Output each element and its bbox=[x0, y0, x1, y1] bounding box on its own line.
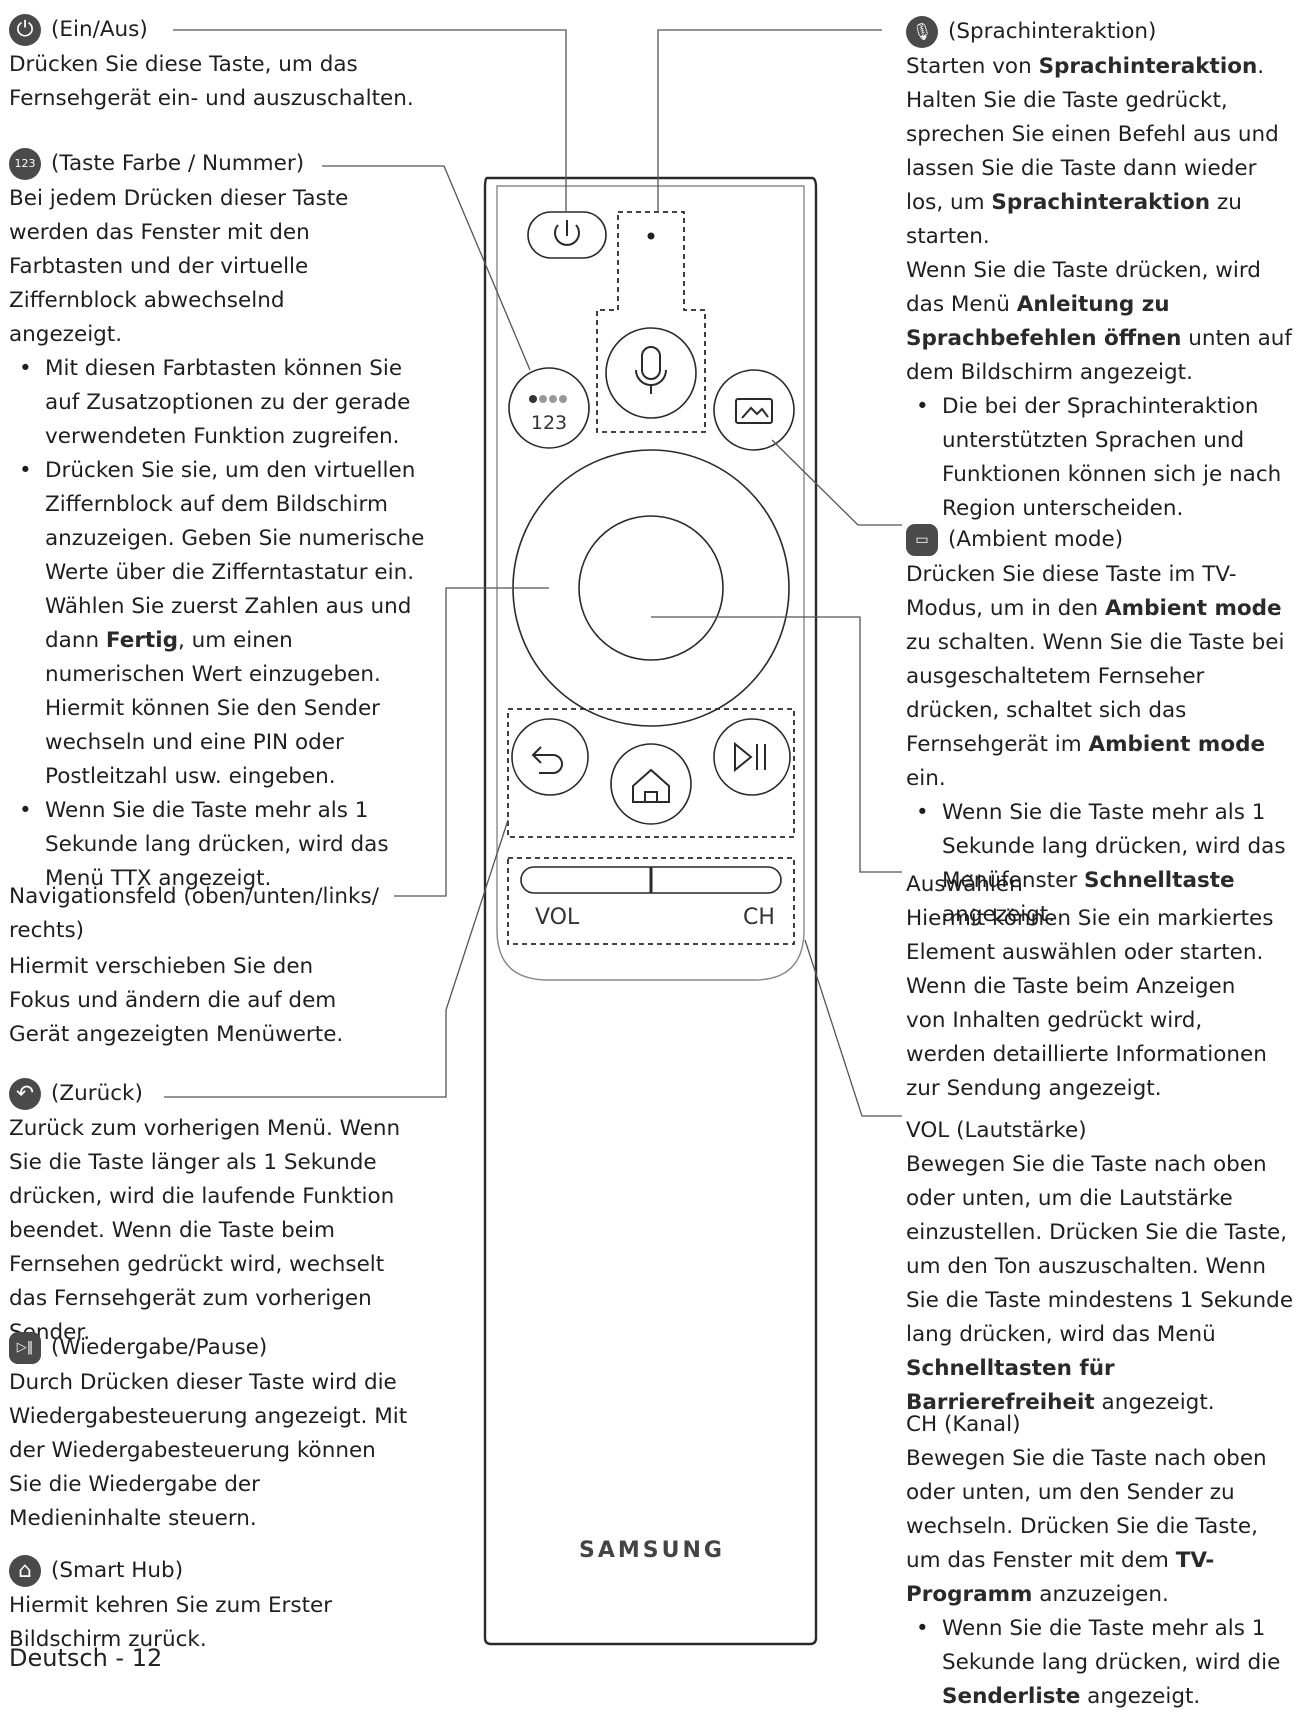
play-pause-icon bbox=[734, 741, 753, 773]
vol-title: VOL (Lautstärke) bbox=[906, 1118, 1087, 1143]
home-icon: ⌂ bbox=[9, 1555, 41, 1587]
power-icon bbox=[554, 224, 580, 246]
back-title: (Zurück) bbox=[51, 1081, 143, 1106]
leader-back bbox=[164, 819, 509, 1098]
voice-p2: Wenn Sie die Taste drücken, wird das Men… bbox=[906, 258, 1292, 385]
section-voice: 🎙 (Sprachinteraktion) Starten von Sprachi… bbox=[906, 14, 1296, 526]
ch-label: CH bbox=[743, 905, 775, 930]
power-body: Drücken Sie diese Taste, um das Fernsehg… bbox=[9, 52, 414, 111]
play-title: (Wiedergabe/Pause) bbox=[51, 1335, 268, 1360]
color-number-button bbox=[508, 367, 590, 449]
leader-color bbox=[322, 165, 531, 371]
section-select: Auswählen Hiermit können Sie ein markier… bbox=[906, 868, 1276, 1106]
page-footer: Deutsch - 12 bbox=[9, 1644, 163, 1672]
section-ch: CH (Kanal) Bewegen Sie die Taste nach ob… bbox=[906, 1408, 1298, 1714]
back-body: Zurück zum vorherigen Menü. Wenn Sie die… bbox=[9, 1116, 401, 1345]
ch-body: Bewegen Sie die Taste nach oben oder unt… bbox=[906, 1446, 1267, 1607]
leader-ambient bbox=[771, 439, 902, 526]
color-number-icon: 123 bbox=[9, 148, 41, 180]
num-label: 123 bbox=[531, 412, 567, 434]
home-body: Hiermit kehren Sie zum Erster Bildschirm… bbox=[9, 1593, 333, 1652]
ambient-icon: ▭ bbox=[906, 524, 938, 556]
color-number-title: (Taste Farbe / Nummer) bbox=[51, 151, 305, 176]
ch-title: CH (Kanal) bbox=[906, 1412, 1021, 1437]
section-play-pause: ▷‖ (Wiedergabe/Pause) Durch Drücken diese… bbox=[9, 1330, 409, 1536]
leader-select bbox=[651, 616, 902, 873]
leader-power bbox=[173, 29, 567, 212]
leader-nav bbox=[394, 587, 549, 897]
ambient-button bbox=[713, 369, 795, 451]
section-ambient: ▭ (Ambient mode) Drücken Sie diese Taste … bbox=[906, 522, 1298, 932]
ambient-p1: Drücken Sie diese Taste im TV-Modus, um … bbox=[906, 562, 1285, 791]
color-number-bullet-3: Wenn Sie die Taste mehr als 1 Sekunde la… bbox=[19, 794, 435, 896]
nav-title: Navigationsfeld (oben/unten/links/ recht… bbox=[9, 884, 379, 943]
color-number-bullet-2: Drücken Sie sie, um den virtuellen Ziffe… bbox=[19, 454, 435, 794]
section-navigation: Navigationsfeld (oben/unten/links/ recht… bbox=[9, 880, 389, 1052]
navigation-ring bbox=[512, 449, 790, 727]
mic-icon bbox=[641, 346, 661, 380]
mic-button bbox=[605, 327, 697, 419]
power-title: (Ein/Aus) bbox=[51, 17, 148, 42]
back-icon: ↶ bbox=[9, 1078, 41, 1110]
color-number-bullet-1: Mit diesen Farbtasten können Sie auf Zus… bbox=[19, 352, 435, 454]
vol-label: VOL bbox=[535, 905, 580, 930]
color-number-body: Bei jedem Drücken dieser Taste werden da… bbox=[9, 186, 349, 347]
section-vol: VOL (Lautstärke) Bewegen Sie die Taste n… bbox=[906, 1114, 1298, 1420]
select-title: Auswählen bbox=[906, 872, 1023, 897]
play-body: Durch Drücken dieser Taste wird die Wied… bbox=[9, 1370, 408, 1531]
home-icon bbox=[632, 768, 670, 803]
back-button bbox=[511, 718, 589, 796]
mic-icon: 🎙 bbox=[906, 16, 938, 48]
power-button bbox=[527, 211, 607, 259]
samsung-logo: SAMSUNG bbox=[579, 1538, 725, 1563]
remote-body bbox=[483, 176, 818, 1646]
section-smart-hub: ⌂ (Smart Hub) Hiermit kehren Sie zum Erst… bbox=[9, 1553, 339, 1657]
voice-button-outline bbox=[596, 211, 706, 433]
select-body: Hiermit können Sie ein markiertes Elemen… bbox=[906, 906, 1274, 1101]
ambient-icon bbox=[735, 398, 773, 424]
home-title: (Smart Hub) bbox=[51, 1558, 184, 1583]
voice-title: (Sprachinteraktion) bbox=[948, 19, 1157, 44]
leader-voice bbox=[657, 29, 882, 212]
home-button bbox=[610, 743, 692, 825]
leader-vol bbox=[804, 939, 902, 1117]
ambient-title: (Ambient mode) bbox=[948, 527, 1124, 552]
play-pause-icon: ▷‖ bbox=[9, 1332, 41, 1364]
voice-p1: Starten von Sprachinteraktion. Halten Si… bbox=[906, 54, 1279, 249]
section-back: ↶ (Zurück) Zurück zum vorherigen Menü. We… bbox=[9, 1076, 409, 1350]
select-button bbox=[578, 515, 724, 661]
play-pause-button bbox=[713, 718, 791, 796]
section-color-number: 123 (Taste Farbe / Nummer) Bei jedem Drüc… bbox=[9, 146, 435, 896]
ambient-bullet: Wenn Sie die Taste mehr als 1 Sekunde la… bbox=[916, 796, 1298, 932]
remote-bezel bbox=[496, 185, 805, 981]
voice-bullet: Die bei der Sprachinteraktion unterstütz… bbox=[916, 390, 1292, 526]
vol-body: Bewegen Sie die Taste nach oben oder unt… bbox=[906, 1152, 1294, 1415]
section-power: ⏻ (Ein/Aus) Drücken Sie diese Taste, um d… bbox=[9, 12, 429, 116]
ch-bullet: Wenn Sie die Taste mehr als 1 Sekunde la… bbox=[916, 1612, 1282, 1714]
power-icon: ⏻ bbox=[9, 14, 41, 46]
nav-body: Hiermit verschieben Sie den Fokus und än… bbox=[9, 954, 344, 1047]
